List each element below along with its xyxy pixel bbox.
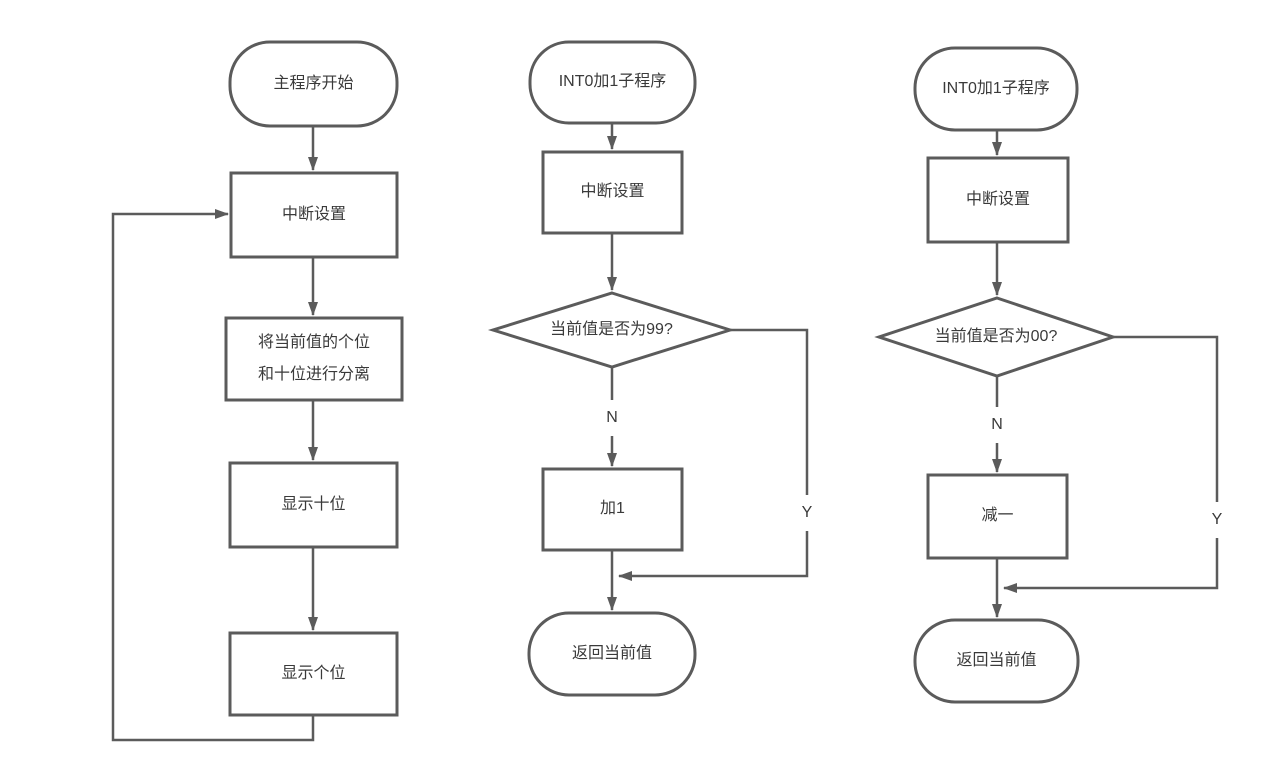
main-interrupt-shape — [229, 171, 399, 259]
dec-end-label: 返回当前值 — [956, 651, 1037, 669]
main-interrupt-label: 中断设置 — [281, 205, 346, 223]
dec-yes-branch-label: Y — [1204, 502, 1230, 538]
inc-no-branch-label: N — [599, 400, 625, 436]
main-start-label: 主程序开始 — [273, 74, 354, 92]
dec-end-shape — [913, 618, 1080, 704]
main-start-shape — [228, 40, 399, 128]
main-loop-back-arrow — [111, 209, 315, 742]
inc-action-shape — [541, 467, 684, 552]
main-split-digits-label-line1: 将当前值的个位 — [257, 334, 370, 351]
inc-start-shape — [528, 40, 697, 125]
main-split-digits-shape — [224, 316, 404, 402]
inc-start-label: INT0加1子程序 — [558, 73, 667, 91]
inc-action-label: 加1 — [600, 500, 625, 518]
dec-action-shape — [926, 473, 1069, 560]
dec-decision-diamond — [874, 296, 1118, 378]
inc-interrupt-shape — [541, 150, 684, 235]
inc-interrupt-label: 中断设置 — [580, 183, 645, 201]
dec-interrupt-label: 中断设置 — [965, 190, 1030, 208]
inc-end-shape — [527, 611, 697, 697]
dec-decision-yes-arrow — [1003, 335, 1219, 593]
main-show-ones-label: 显示个位 — [281, 664, 346, 682]
inc-decision-diamond — [487, 291, 736, 369]
main-split-digits-label-line2: 和十位进行分离 — [257, 366, 370, 383]
inc-end-label: 返回当前值 — [571, 644, 652, 662]
main-show-tens-shape — [228, 461, 399, 549]
inc-decision-yes-arrow — [618, 328, 809, 581]
inc-yes-branch-label: Y — [794, 495, 820, 531]
dec-action-label: 减一 — [981, 507, 1014, 525]
main-show-tens-label: 显示十位 — [281, 495, 346, 513]
main-show-ones-shape — [228, 631, 399, 717]
dec-start-label: INT0加1子程序 — [942, 79, 1050, 97]
dec-interrupt-shape — [926, 156, 1070, 244]
dec-start-shape — [913, 46, 1079, 132]
dec-decision-label: 当前值是否为00? — [934, 327, 1058, 345]
main-split-digits-label: 将当前值的个位 和十位进行分离 — [226, 318, 402, 400]
inc-decision-label: 当前值是否为99? — [550, 320, 673, 338]
dec-no-branch-label: N — [984, 407, 1010, 443]
